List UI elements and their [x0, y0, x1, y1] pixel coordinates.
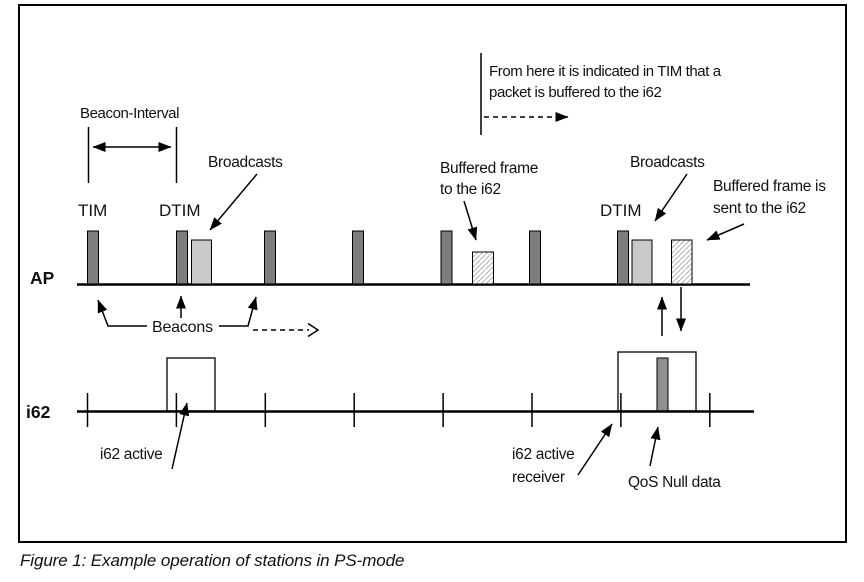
beacons-arrow-left: [97, 299, 147, 327]
qos-null-data-label: QoS Null data: [628, 474, 721, 491]
broadcasts-left-label: Broadcasts: [208, 154, 283, 171]
beacon-bar-tim: [87, 230, 99, 285]
beacon-bar-6: [529, 230, 541, 285]
i62-timeline-label: i62: [26, 402, 51, 422]
beacon-bar-5: [440, 230, 453, 285]
i62-active-arrow: [171, 402, 190, 470]
beacon-bar-4: [352, 230, 364, 285]
tim-note-line1: From here it is indicated in TIM that a: [489, 63, 722, 80]
beacon-interval-label: Beacon-Interval: [80, 105, 179, 122]
i62-active-receiver-line1: i62 active: [512, 446, 574, 463]
i62-active-period-1: [166, 357, 216, 412]
beacons-arrow-right: [219, 296, 258, 327]
beacons-label: Beacons: [152, 319, 213, 336]
buffered-frame-left-arrow: [463, 200, 478, 241]
buffered-frame-left-line1: Buffered frame: [440, 160, 538, 177]
figure-caption: Figure 1: Example operation of stations …: [20, 551, 404, 570]
beacon-bar-3: [264, 230, 276, 285]
figure-border: [18, 4, 847, 543]
dtim-right-label: DTIM: [600, 201, 642, 220]
ap-timeline-label: AP: [30, 268, 55, 288]
dtim-left-label: DTIM: [159, 201, 201, 220]
buffered-frame-right-line1: Buffered frame is: [713, 178, 826, 195]
tim-label: TIM: [78, 201, 107, 220]
broadcast-bar-2: [631, 239, 653, 285]
qos-null-data-arrow: [649, 426, 661, 467]
buffered-frame-right-arrow: [706, 223, 745, 241]
buffered-frame-right-line2: sent to the i62: [713, 200, 806, 217]
buffered-frame-bar-1: [472, 251, 494, 285]
broadcasts-left-arrow: [209, 173, 258, 231]
i62-active-label: i62 active: [100, 446, 162, 463]
broadcasts-right-arrow: [654, 173, 688, 222]
beacon-bar-dtim-1: [176, 230, 188, 285]
i62-active-receiver-arrow: [577, 423, 613, 476]
tim-note-line2: packet is buffered to the i62: [489, 84, 661, 101]
beacons-dashed-chevron: [307, 322, 320, 338]
beacon-bar-dtim-2: [617, 230, 629, 285]
broadcasts-right-label: Broadcasts: [630, 154, 705, 171]
buffered-frame-left-line2: to the i62: [440, 181, 501, 198]
buffered-frame-bar-2: [671, 239, 693, 285]
i62-active-receiver-line2: receiver: [512, 469, 565, 486]
broadcast-bar-1: [191, 239, 212, 285]
qos-null-data-bar: [656, 357, 669, 412]
